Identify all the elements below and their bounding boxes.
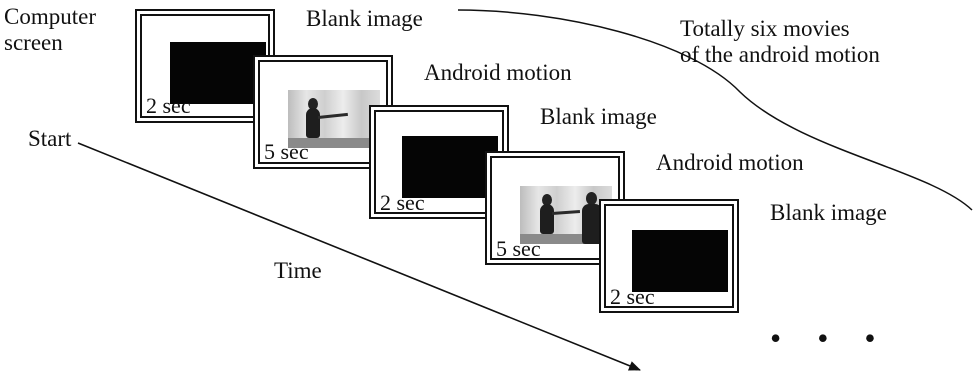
android-motion-photo xyxy=(288,90,380,148)
blank-image xyxy=(170,42,266,104)
frame-5: 2 sec xyxy=(604,204,734,308)
blank-image xyxy=(632,230,728,292)
blank-image xyxy=(402,136,498,198)
time-label: Time xyxy=(274,258,322,283)
frame-caption-4: Android motion xyxy=(656,150,804,175)
frame-caption-3: Blank image xyxy=(540,104,657,129)
frame-1: 2 sec xyxy=(140,14,270,118)
frame-duration: 5 sec xyxy=(496,236,541,261)
android-motion-photo xyxy=(520,186,612,244)
frame-duration: 2 sec xyxy=(610,284,655,309)
frame-3: 2 sec xyxy=(374,110,504,214)
frame-caption-1: Blank image xyxy=(306,6,423,31)
frame-2: 5 sec xyxy=(258,60,388,164)
time-arrow xyxy=(77,142,641,371)
frame-4: 5 sec xyxy=(490,156,620,260)
start-label: Start xyxy=(28,126,72,151)
frame-caption-5: Blank image xyxy=(770,200,887,225)
frame-duration: 2 sec xyxy=(380,190,425,215)
continuation-dots: • • • xyxy=(770,320,890,356)
frame-duration: 2 sec xyxy=(146,93,191,118)
frame-caption-2: Android motion xyxy=(424,60,572,85)
brace-curve xyxy=(457,9,973,211)
frame-duration: 5 sec xyxy=(264,139,309,164)
